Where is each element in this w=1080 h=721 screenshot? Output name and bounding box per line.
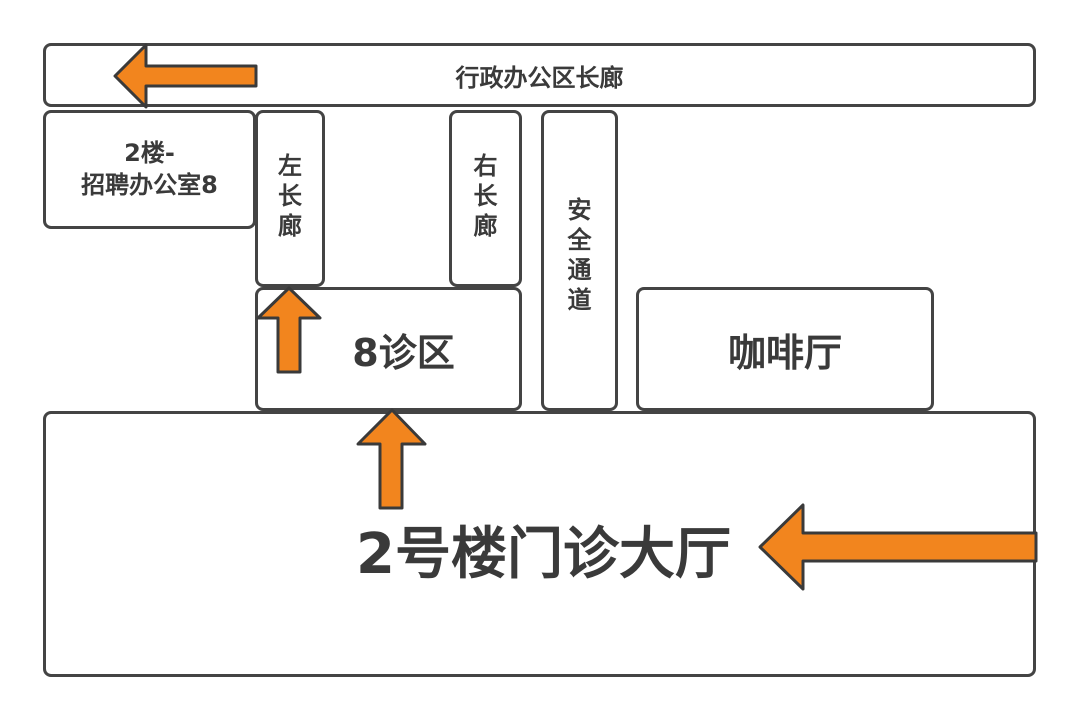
- left-corridor-char-3: 廊: [278, 212, 302, 240]
- right-corridor: 右 长 廊: [449, 110, 522, 287]
- recruit-office-line2: 招聘办公室8: [81, 170, 218, 199]
- lobby: 2号楼门诊大厅: [43, 411, 1036, 677]
- safety-passage: 安 全 通 道: [541, 110, 618, 411]
- safety-passage-char-1: 安: [567, 196, 592, 224]
- cafe: 咖啡厅: [636, 287, 934, 411]
- safety-passage-char-4: 道: [567, 286, 592, 314]
- recruit-office-line1: 2楼-: [124, 139, 175, 168]
- cafe-label: 咖啡厅: [727, 330, 842, 375]
- safety-passage-char-3: 通: [567, 256, 592, 284]
- admin-corridor-label: 行政办公区长廊: [455, 63, 624, 92]
- left-corridor-char-2: 长: [278, 182, 302, 210]
- left-corridor-char-1: 左: [278, 152, 302, 180]
- right-corridor-char-3: 廊: [473, 212, 498, 240]
- admin-corridor: 行政办公区长廊: [43, 43, 1036, 107]
- right-corridor-char-2: 长: [473, 182, 498, 210]
- clinic-zone-8: 8诊区: [255, 287, 522, 411]
- safety-passage-char-2: 全: [567, 226, 592, 254]
- lobby-label: 2号楼门诊大厅: [356, 521, 731, 587]
- recruit-office: 2楼- 招聘办公室8: [43, 110, 256, 229]
- clinic-zone-label: 8诊区: [352, 330, 455, 375]
- right-corridor-char-1: 右: [473, 152, 498, 180]
- left-corridor: 左 长 廊: [255, 110, 325, 287]
